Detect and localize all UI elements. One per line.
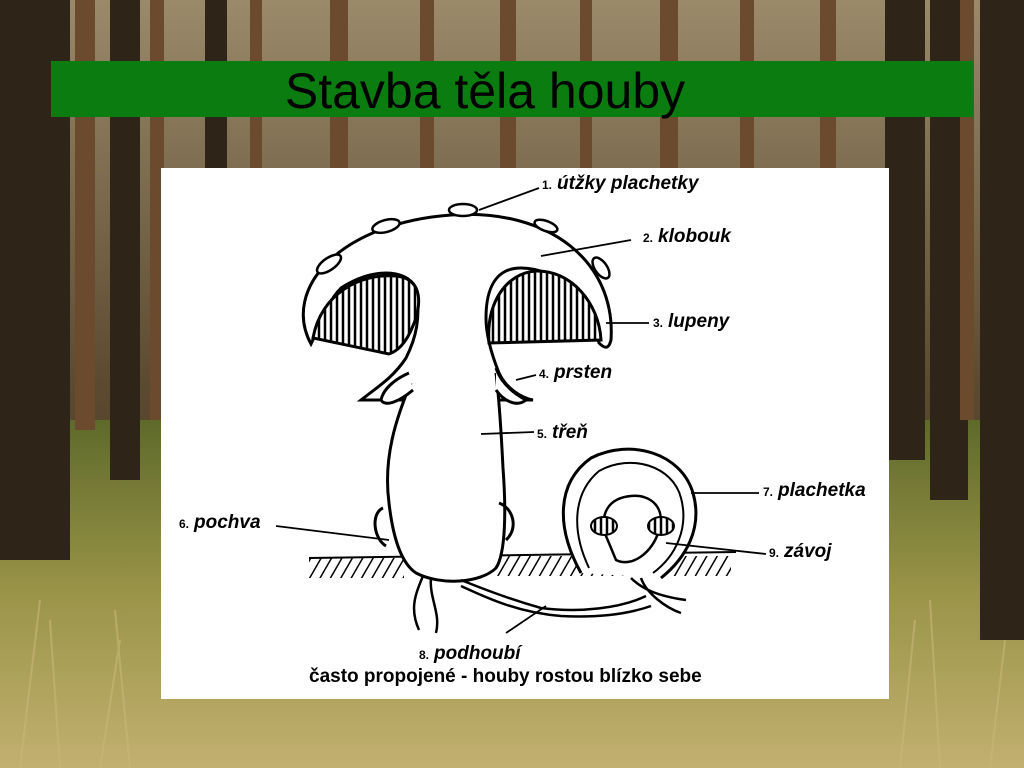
mushroom-diagram (275, 187, 767, 634)
label-universal-veil: 7.plachetka (763, 480, 866, 501)
label-partial-veil: 9.závoj (769, 541, 832, 562)
stem (386, 372, 507, 583)
label-ring: 4.prsten (539, 362, 613, 383)
mycelium (412, 575, 652, 634)
young-mushroom (561, 447, 698, 615)
label-gills: 3.lupeny (653, 311, 730, 332)
label-volva: 6.pochva (179, 512, 261, 533)
leader-lines (275, 187, 767, 634)
gills-left (311, 274, 421, 356)
label-mycelium: 8.podhoubí (419, 643, 521, 664)
ring (379, 371, 414, 405)
veil-remnants (315, 202, 611, 280)
diagram-panel: 1.útžky plachetky 2.klobouk 3.lupeny 4.p… (161, 168, 889, 699)
title-bar: Stavba těla houby (51, 61, 973, 119)
volva (373, 501, 515, 548)
diagram-note: často propojené - houby rostou blízko se… (309, 666, 702, 687)
label-stem: 5.třeň (537, 422, 588, 443)
label-veil-remnants: 1.útžky plachetky (542, 173, 699, 194)
gills-right (487, 269, 603, 345)
ring-right (494, 367, 529, 405)
slide-title: Stavba těla houby (284, 63, 686, 119)
label-cap: 2.klobouk (643, 226, 731, 247)
